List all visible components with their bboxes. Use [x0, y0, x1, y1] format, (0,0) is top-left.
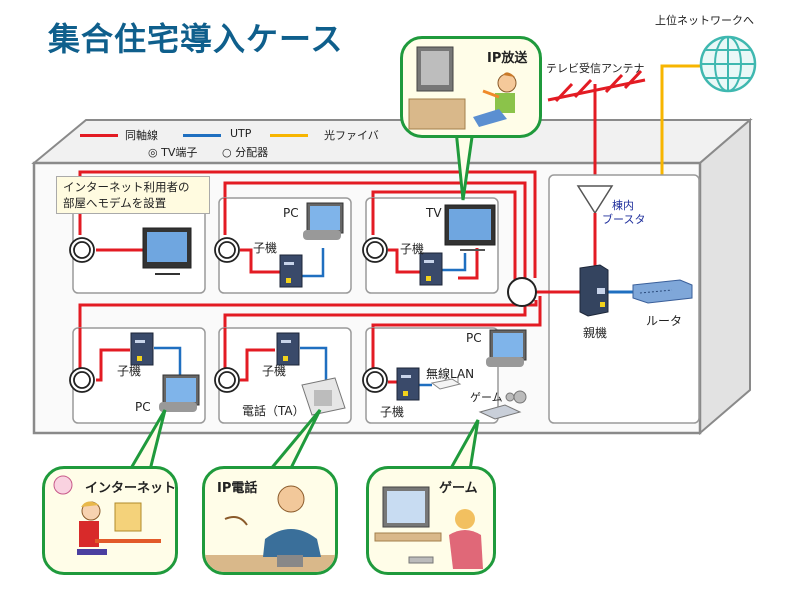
booster-label-line-1: 棟内 — [612, 199, 634, 212]
booster-label-line-2: ブースタ — [602, 213, 646, 226]
pc-label: PC — [466, 331, 482, 345]
slave-unit-label: 子機 — [117, 364, 142, 378]
game-bubble: ゲーム — [366, 466, 496, 575]
modem-devices — [130, 252, 443, 401]
pc-monitor-icon — [303, 202, 344, 240]
internet-bubble: インターネット — [42, 466, 178, 575]
tv-outlet-icon — [214, 237, 240, 263]
ip-broadcast-title: IP放送 — [487, 51, 528, 66]
ip-phone-bubble: IP電話 — [202, 466, 338, 575]
pc-monitor-icon — [486, 329, 527, 367]
globe-icon — [699, 35, 757, 93]
modem-note: インターネット利用者の 部屋へモデムを設置 — [56, 176, 210, 214]
person-using-pc-illustration — [53, 475, 161, 555]
internet-title: インターネット — [85, 481, 177, 496]
tv-outlets — [69, 237, 388, 393]
tv-label: TV — [426, 206, 442, 220]
legend-utp-swatch — [183, 134, 221, 137]
tv-outlet-icon — [69, 367, 95, 393]
legend-fiber-label: 光ファイバ — [324, 129, 379, 142]
slave-unit-label: 子機 — [253, 241, 278, 255]
legend-splitter: ○ 分配器 — [222, 146, 269, 159]
modem-icon — [419, 252, 443, 286]
game-label: ゲーム — [470, 391, 503, 404]
legend-coax-swatch — [80, 134, 118, 137]
upper-network-label: 上位ネットワークへ — [655, 14, 754, 27]
tv-outlet-icon — [362, 367, 388, 393]
phone-label: 電話（TA） — [242, 404, 305, 418]
flat-tv-icon — [142, 227, 192, 275]
slave-unit-label: 子機 — [400, 242, 425, 256]
tv-outlet-icon — [362, 237, 388, 263]
building-side — [699, 117, 751, 436]
ip-broadcast-bubble: IP放送 — [400, 36, 542, 138]
pc-monitor-icon — [159, 374, 200, 412]
wireless-lan-label: 無線LAN — [426, 367, 475, 381]
person-on-phone-illustration — [205, 485, 335, 572]
ip-phone-title: IP電話 — [217, 481, 258, 496]
master-unit-label: 親機 — [583, 326, 608, 340]
pc-label: PC — [135, 400, 151, 414]
router-icon — [632, 279, 693, 304]
legend-fiber-swatch — [270, 134, 308, 137]
slave-unit-label: 子機 — [262, 364, 287, 378]
wireless-lan-icon — [430, 376, 462, 390]
splitter-icon — [507, 277, 537, 307]
flat-tv-icon — [444, 204, 496, 251]
telephone-icon — [301, 377, 346, 416]
shared-equipment-room — [548, 174, 700, 424]
router-label: ルータ — [646, 314, 683, 328]
booster-icon — [576, 185, 614, 215]
page-title: 集合住宅導入ケース — [48, 20, 344, 58]
person-playing-game-illustration — [374, 486, 483, 569]
modem-icon — [130, 332, 154, 366]
pc-label: PC — [283, 206, 299, 220]
legend-coax-label: 同軸線 — [125, 129, 158, 142]
tv-outlet-icon — [69, 237, 95, 263]
game-console-icon — [478, 390, 527, 420]
game-title: ゲーム — [439, 481, 478, 496]
legend-tv-outlet: ◎ TV端子 — [148, 146, 198, 159]
modem-icon — [276, 332, 300, 366]
slave-unit-label: 子機 — [380, 405, 405, 419]
modem-note-line-2: 部屋へモデムを設置 — [63, 196, 167, 210]
tv-outlet-icon — [214, 367, 240, 393]
modem-icon — [396, 367, 420, 401]
antenna-label: テレビ受信アンテナ — [546, 62, 645, 75]
modem-note-line-1: インターネット利用者の — [63, 180, 190, 194]
master-unit-icon — [579, 264, 609, 317]
tv-antenna-icon — [547, 69, 646, 186]
modem-icon — [279, 254, 303, 288]
person-watching-tv-illustration — [408, 46, 517, 130]
legend-utp-label: UTP — [230, 127, 252, 140]
booster-label: 棟内 ブースタ — [602, 199, 645, 227]
